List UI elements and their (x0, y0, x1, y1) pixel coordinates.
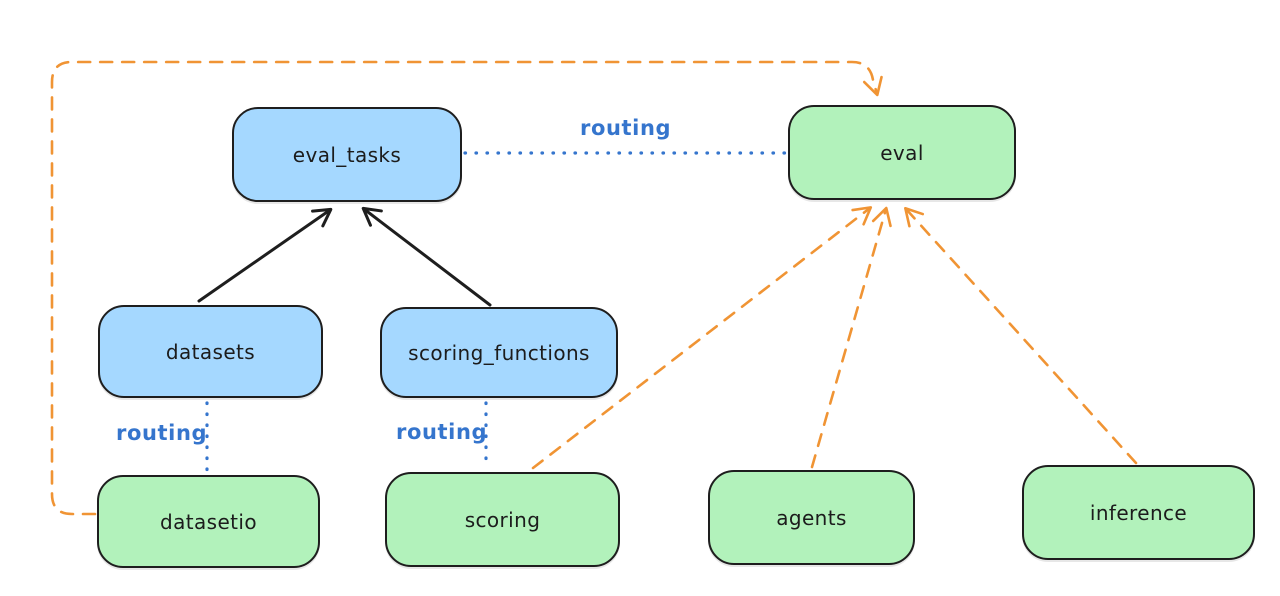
edge-datasetio-to-eval (50, 60, 883, 516)
routing-label-datasets-datasetio: routing (116, 421, 208, 445)
node-scoring-functions: scoring_functions (380, 307, 618, 398)
edge-agents-to-eval (810, 206, 892, 469)
node-agents-label: agents (776, 505, 847, 530)
node-datasetio: datasetio (97, 475, 320, 568)
routing-label-eval-tasks-eval: routing (580, 116, 672, 140)
node-eval-tasks: eval_tasks (232, 107, 462, 202)
node-datasetio-label: datasetio (159, 509, 257, 534)
node-agents: agents (708, 470, 915, 565)
node-eval: eval (788, 105, 1016, 200)
node-scoring-functions-label: scoring_functions (408, 340, 590, 365)
edge-scoring-functions-to-eval-tasks (361, 206, 492, 307)
node-datasets: datasets (98, 305, 323, 398)
node-eval-label: eval (880, 140, 924, 165)
node-inference-label: inference (1089, 500, 1188, 525)
edge-inference-to-eval (904, 206, 1138, 465)
edge-datasets-to-eval-tasks (197, 207, 333, 303)
node-scoring: scoring (385, 472, 620, 567)
node-datasets-label: datasets (165, 339, 256, 364)
node-inference: inference (1022, 465, 1255, 560)
routing-label-scoring-functions-scoring: routing (396, 420, 488, 444)
node-scoring-label: scoring (464, 507, 541, 532)
node-eval-tasks-label: eval_tasks (292, 142, 402, 167)
